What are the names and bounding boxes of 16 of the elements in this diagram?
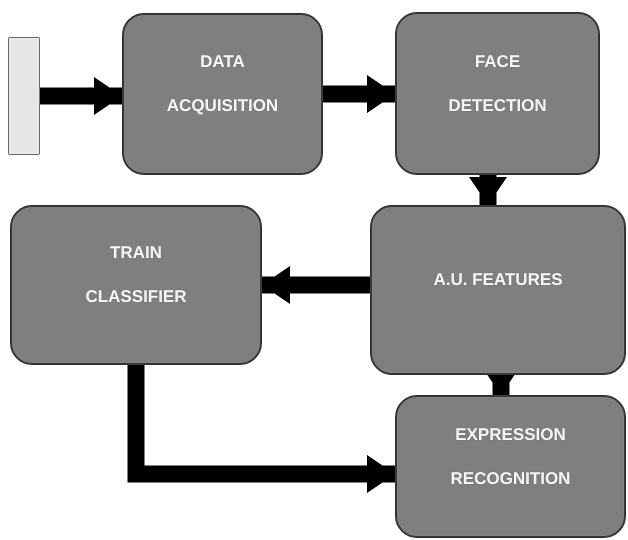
process-box — [395, 12, 600, 175]
arrow — [128, 365, 395, 493]
process-box — [122, 13, 323, 175]
device-box — [8, 37, 40, 155]
process-box — [370, 205, 626, 375]
arrow — [469, 175, 507, 205]
process-box — [10, 205, 262, 365]
arrow — [323, 75, 395, 113]
process-box — [395, 395, 626, 538]
box-label: DATA ACQUISITION — [166, 51, 280, 117]
box-label: FACE DETECTION — [447, 50, 548, 116]
box-label: EXPRESSION RECOGNITION — [450, 424, 572, 490]
box-label: TRAIN CLASSIFIER — [84, 242, 188, 308]
box-label: A.U. FEATURES — [433, 269, 563, 291]
arrow — [40, 77, 122, 115]
arrow — [262, 266, 370, 304]
